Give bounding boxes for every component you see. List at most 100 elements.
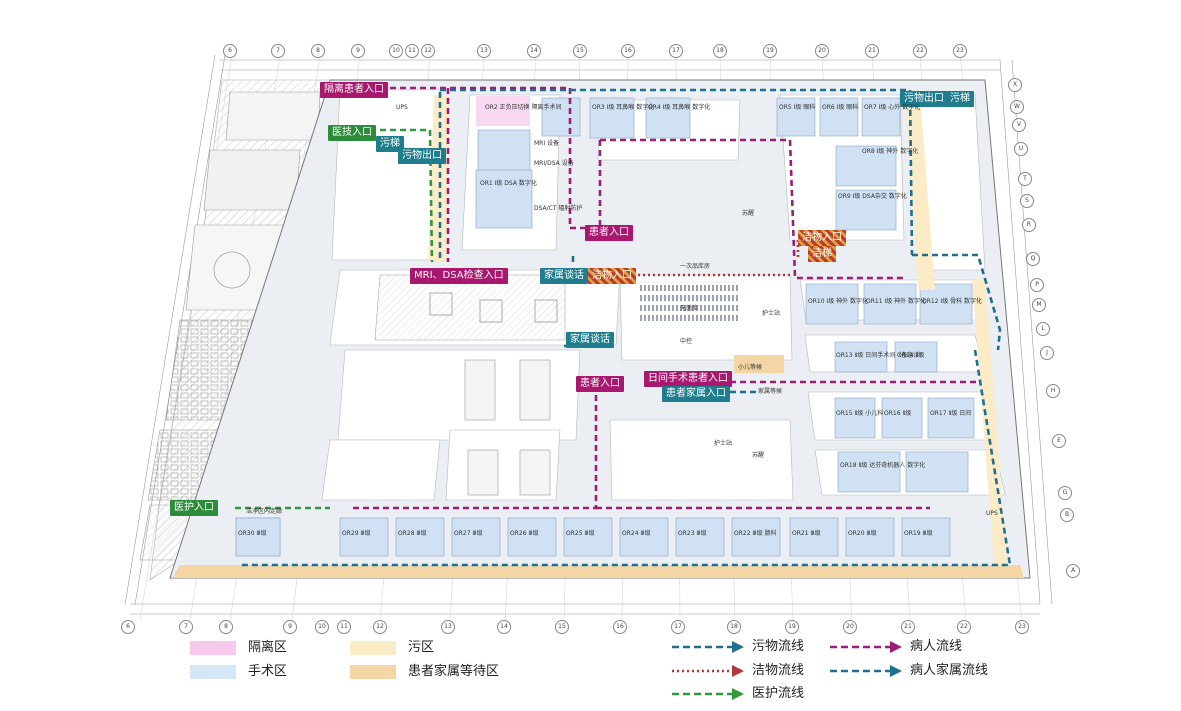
axis-top-17: 17 xyxy=(669,44,683,58)
axis-right-V: V xyxy=(1012,118,1026,132)
room-label-or22: OR22 Ⅲ级 肠科 xyxy=(734,530,777,537)
family-talk-tag-2: 家属谈话 xyxy=(566,332,614,348)
staff-flow-lines xyxy=(235,128,434,510)
axis-top-16: 16 xyxy=(621,44,635,58)
axis-bottom-19: 19 xyxy=(785,620,799,634)
axis-top-12: 12 xyxy=(421,44,435,58)
storage-shelving xyxy=(464,285,740,496)
clean-entrance-tag-2: 洁物入口 xyxy=(798,230,846,246)
dirty-flow-lines xyxy=(240,88,1012,567)
legend-arrow-patient xyxy=(890,641,902,653)
family-talk-tag-1: 家属谈话 xyxy=(540,268,588,284)
axis-top-8: 8 xyxy=(311,44,325,58)
axis-bottom-12: 12 xyxy=(373,620,387,634)
room-label-or6: OR6 Ⅰ级 眼科 xyxy=(822,104,859,111)
axis-right-A: A xyxy=(1066,564,1080,578)
room-label-or29: OR29 Ⅲ级 xyxy=(342,530,371,537)
room-label-or25: OR25 Ⅲ级 xyxy=(566,530,595,537)
room-label-or30: OR30 Ⅲ级 xyxy=(238,530,267,537)
axis-bottom-10: 10 xyxy=(315,620,329,634)
axis-right-E: E xyxy=(1052,434,1066,448)
axis-bottom-20: 20 xyxy=(843,620,857,634)
legend-flow-lines xyxy=(672,641,902,700)
axis-top-10: 10 xyxy=(389,44,403,58)
legend-label-surgery: 手术区 xyxy=(248,664,288,679)
axis-top-19: 19 xyxy=(763,44,777,58)
axis-bottom-8: 8 xyxy=(219,620,233,634)
legend-swatch-surgery xyxy=(190,665,236,679)
axis-bottom-13: 13 xyxy=(441,620,455,634)
axis-bottom-17: 17 xyxy=(671,620,685,634)
axis-right-T: T xyxy=(1018,172,1032,186)
patient-entrance-tag-1: 患者入口 xyxy=(585,225,633,241)
axis-right-M: M xyxy=(1032,298,1046,312)
axis-top-21: 21 xyxy=(865,44,879,58)
legend-label-dirty-flow: 污物流线 xyxy=(752,639,805,654)
legend-label-clean-flow: 洁物流线 xyxy=(752,663,805,678)
staff-entrance-tag: 医护入口 xyxy=(170,500,218,516)
legend-label-waiting: 患者家属等待区 xyxy=(408,664,500,679)
axis-bottom-16: 16 xyxy=(613,620,627,634)
or-blocks xyxy=(475,97,975,493)
axis-right-G: G xyxy=(1058,486,1072,500)
room-label-or13: OR13 Ⅱ级 日间手术间（备急诊） xyxy=(836,352,926,359)
legend-label-isolation: 隔离区 xyxy=(248,640,288,655)
axis-right-R: R xyxy=(1022,218,1036,232)
room-label-linen: 无菌库 xyxy=(680,305,699,312)
axis-top-14: 14 xyxy=(527,44,541,58)
axis-top-15: 15 xyxy=(573,44,587,58)
axis-bottom-6: 6 xyxy=(121,620,135,634)
room-label-pacu-1: 苏醒 xyxy=(742,210,755,217)
room-label-or15: OR15 Ⅱ级 小儿科 xyxy=(836,410,884,417)
room-label-or7: OR7 Ⅰ级 心外 数字化 xyxy=(864,104,921,111)
axis-top-9: 9 xyxy=(351,44,365,58)
room-label-or8: OR8 Ⅰ级 神外 数字化 xyxy=(862,148,919,155)
axis-top-18: 18 xyxy=(713,44,727,58)
room-label-family-wait: 家属等候 xyxy=(758,388,783,395)
axis-top-6: 6 xyxy=(223,44,237,58)
room-label-nurse-station-1: 护士站 xyxy=(762,310,781,317)
axis-bottom-18: 18 xyxy=(727,620,741,634)
room-label-or14: OR14 Ⅱ级 xyxy=(897,352,925,359)
room-label-or12: OR12 Ⅰ级 骨科 数字化 xyxy=(922,298,983,305)
legend-swatch-isolation xyxy=(190,641,236,655)
legend-arrow-family xyxy=(890,665,902,677)
axis-top-7: 7 xyxy=(271,44,285,58)
medical-tech-entrance-tag: 医技入口 xyxy=(328,125,376,141)
room-label-ups-2: UPS xyxy=(986,510,998,517)
room-label-nurse-station-2: 护士站 xyxy=(714,440,733,447)
axis-bottom-7: 7 xyxy=(179,620,193,634)
isolation-patient-entrance-tag: 隔离患者入口 xyxy=(320,82,388,98)
clean-entrance-tag-1: 洁物入口 xyxy=(588,268,636,284)
room-label-or20: OR20 Ⅲ级 xyxy=(848,530,877,537)
legend-swatch-dirty xyxy=(350,641,396,655)
legend-arrow-staff xyxy=(732,688,744,700)
legend-label-dirty: 污区 xyxy=(408,640,435,655)
axis-bottom-11: 11 xyxy=(337,620,351,634)
axis-right-J: J xyxy=(1040,346,1054,360)
axis-bottom-14: 14 xyxy=(497,620,511,634)
room-label-or10: OR10 Ⅰ级 神外 数字化 xyxy=(808,298,869,305)
room-label-mri-dsa: MRI/DSA 设备 xyxy=(534,160,574,167)
room-label-or23: OR23 Ⅲ级 xyxy=(678,530,707,537)
room-label-clean-corridor: 洁净区内走廊 xyxy=(246,508,283,515)
patient-flow-lines xyxy=(350,86,980,510)
room-label-storage: 一次品库房 xyxy=(680,263,711,270)
clean-lift-tag: 洁梯 xyxy=(808,246,836,262)
axis-top-22: 22 xyxy=(913,44,927,58)
room-label-control: 中控 xyxy=(680,338,693,345)
axis-top-23: 23 xyxy=(953,44,967,58)
room-label-or1: OR1 Ⅰ级 DSA 数字化 xyxy=(480,180,537,187)
room-label-or16: OR16 Ⅱ级 xyxy=(884,410,912,417)
room-label-or26: OR26 Ⅲ级 xyxy=(510,530,539,537)
room-label-or9: OR9 Ⅰ级 DSA杂交 数字化 xyxy=(838,193,907,200)
room-label-or5: OR5 Ⅰ级 眼科 xyxy=(779,104,816,111)
dirty-lift-left-tag: 污梯 xyxy=(376,136,404,152)
axis-right-P: P xyxy=(1030,278,1044,292)
axis-right-S: S xyxy=(1020,194,1034,208)
room-label-or28: OR28 Ⅲ级 xyxy=(398,530,427,537)
legend-label-patient-flow: 病人流线 xyxy=(910,639,963,654)
central-hatched xyxy=(374,274,566,341)
